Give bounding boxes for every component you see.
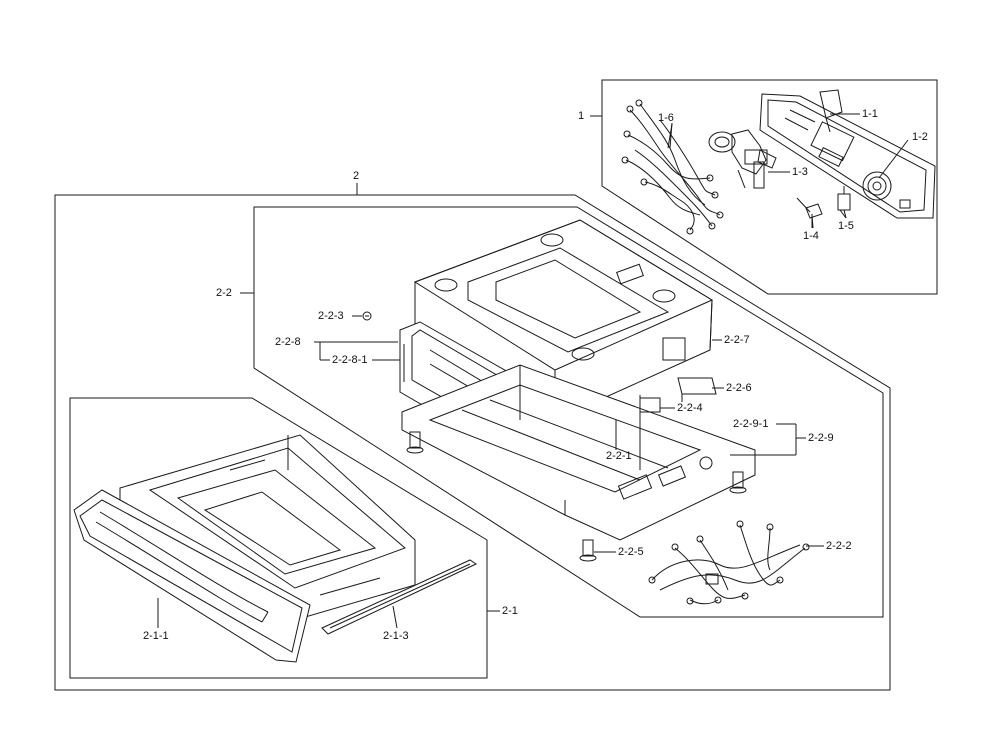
- label-2-2-8: 2-2-8: [275, 336, 301, 348]
- label-2-1-3: 2-1-3: [383, 630, 409, 642]
- group-2-outline: [54, 194, 891, 691]
- label-1-3: 1-3: [792, 166, 808, 178]
- label-1-1: 1-1: [862, 108, 878, 120]
- switch-part: [837, 186, 851, 219]
- label-2-2-4: 2-2-4: [677, 402, 703, 414]
- control-panel-part: [759, 89, 936, 219]
- screw-2-2-3: [362, 311, 372, 321]
- group-2-1-outline: [69, 397, 488, 679]
- group-1-outline: [601, 79, 938, 295]
- label-2-2-3: 2-2-3: [318, 310, 344, 322]
- label-2-2-7: 2-2-7: [724, 334, 750, 346]
- label-2-2-9-1: 2-2-9-1: [733, 418, 769, 430]
- leader-lines: [157, 113, 909, 629]
- drawer-front-panel: [73, 489, 311, 663]
- leveling-leg-parts: [406, 431, 747, 562]
- label-1-2: 1-2: [912, 131, 928, 143]
- label-2-2-9: 2-2-9: [808, 432, 834, 444]
- label-2-2-5: 2-2-5: [618, 546, 644, 558]
- wire-harness-2-2-2: [648, 520, 810, 605]
- label-2-2-2: 2-2-2: [826, 540, 852, 552]
- label-1-4: 1-4: [803, 230, 819, 242]
- label-2-2-8-1: 2-2-8-1: [332, 354, 368, 366]
- label-2-1-1: 2-1-1: [143, 630, 169, 642]
- drawer-rail-part: [321, 559, 478, 635]
- label-2-2: 2-2: [216, 287, 232, 299]
- label-2-1: 2-1: [502, 605, 518, 617]
- bracket-2-2-4: [639, 397, 661, 413]
- label-2-2-6: 2-2-6: [726, 382, 752, 394]
- label-1-6: 1-6: [658, 112, 674, 124]
- group-2-2-outline: [253, 206, 884, 618]
- label-1: 1: [578, 110, 585, 122]
- label-2: 2: [353, 170, 360, 182]
- label-1-5: 1-5: [838, 220, 854, 232]
- base-frame-part: [401, 364, 756, 541]
- label-2-2-1: 2-2-1: [606, 450, 632, 462]
- water-valve-part: [708, 129, 777, 189]
- bracket-2-2-6: [677, 377, 717, 402]
- sensor-part: [796, 197, 823, 229]
